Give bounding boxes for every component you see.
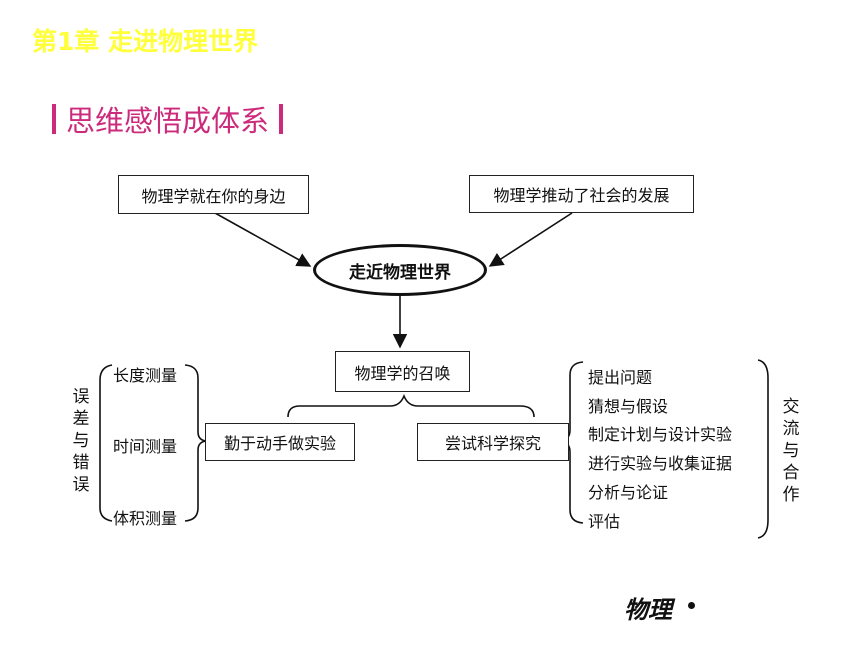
section-title-text: 思维感悟成体系	[66, 104, 270, 138]
section-title: 思维感悟成体系	[52, 98, 284, 140]
error-label-char: 错	[72, 453, 90, 473]
inquiry-step: 评估	[588, 512, 621, 531]
communication-label-char: 与	[782, 441, 800, 461]
inquiry-step: 分析与论证	[588, 483, 669, 502]
measurement-brace-left	[99, 364, 113, 522]
center-ellipse: 走近物理世界	[313, 244, 487, 296]
footer-subject: 物理	[624, 595, 672, 624]
communication-label-char: 交	[782, 397, 800, 417]
inquiry-step: 猜想与假设	[588, 397, 669, 416]
footer-dot	[688, 602, 695, 609]
calling-brace	[287, 393, 535, 418]
box-physics-around-you: 物理学就在你的身边	[118, 175, 309, 214]
measurement-brace-right	[184, 364, 207, 522]
box-scientific-inquiry: 尝试科学探究	[417, 423, 569, 461]
box-physics-drives-society: 物理学推动了社会的发展	[469, 175, 694, 213]
arrow-top-left-to-center	[214, 212, 312, 267]
box-calling: 物理学的召唤	[335, 351, 470, 392]
arrow-top-right-to-center	[488, 212, 573, 267]
box-do-experiments: 勤于动手做实验	[205, 423, 355, 461]
communication-label-char: 作	[782, 485, 800, 505]
error-label-char: 与	[72, 431, 90, 451]
measurement-time: 时间测量	[113, 437, 178, 456]
inquiry-step: 进行实验与收集证据	[588, 454, 733, 473]
communication-label-char: 流	[782, 419, 800, 439]
error-vertical-label: 误 差 与 错 误	[71, 386, 91, 496]
inquiry-brace-right	[757, 359, 769, 539]
communication-vertical-label: 交 流 与 合 作	[781, 396, 801, 506]
left-bar-decoration	[52, 104, 56, 134]
communication-label-char: 合	[782, 463, 800, 483]
inquiry-step: 提出问题	[588, 368, 653, 387]
measurement-volume: 体积测量	[113, 509, 178, 528]
chapter-title: 第1章 走进物理世界	[32, 27, 259, 56]
error-label-char: 差	[72, 409, 90, 429]
error-label-char: 误	[72, 387, 90, 407]
right-bar-decoration	[279, 104, 284, 134]
error-label-char: 误	[72, 475, 90, 495]
measurement-length: 长度测量	[113, 366, 178, 385]
inquiry-step: 制定计划与设计实验	[588, 425, 733, 444]
